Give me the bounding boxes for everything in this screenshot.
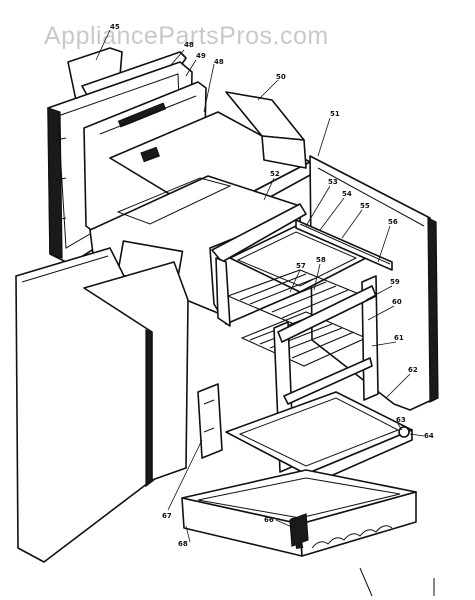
callout-49: 49: [196, 52, 206, 60]
callout-59: 59: [390, 278, 400, 286]
oven-liner: [211, 203, 307, 327]
callout-45: 45: [110, 23, 120, 31]
callout-60: 60: [392, 298, 402, 306]
drawer-rail: [289, 513, 309, 547]
leader-lines: [95, 29, 425, 543]
side-rails: [295, 219, 393, 271]
callout-62: 62: [408, 366, 418, 374]
drawer-roller: [398, 426, 410, 438]
callout-51: 51: [330, 110, 340, 118]
callout-48b: 48: [214, 58, 224, 66]
watermark-text: AppliancePartsPros.com: [44, 22, 329, 50]
callout-64: 64: [424, 432, 434, 440]
callout-48: 48: [184, 41, 194, 49]
rear-panel: [83, 261, 189, 481]
callout-50: 50: [276, 73, 286, 81]
callout-52: 52: [270, 170, 280, 178]
callout-61: 61: [394, 334, 404, 342]
callout-68: 68: [178, 540, 188, 548]
callout-57: 57: [296, 262, 306, 270]
rear-vent-panel: [225, 91, 307, 169]
callout-53: 53: [328, 178, 338, 186]
callout-labels: 45 48 49 48 50 51 52 53 54 55 56 57 58 5…: [110, 23, 434, 548]
callout-58: 58: [316, 256, 326, 264]
callout-63: 63: [396, 416, 406, 424]
bracket: [197, 383, 223, 459]
callout-67: 67: [162, 512, 172, 520]
edge-leader: [359, 567, 373, 597]
broiler-pan-tray: [225, 391, 413, 487]
callout-56: 56: [388, 218, 398, 226]
callout-54: 54: [342, 190, 352, 198]
storage-drawer: [181, 469, 417, 557]
callout-55: 55: [360, 202, 370, 210]
callout-66: 66: [264, 516, 274, 524]
